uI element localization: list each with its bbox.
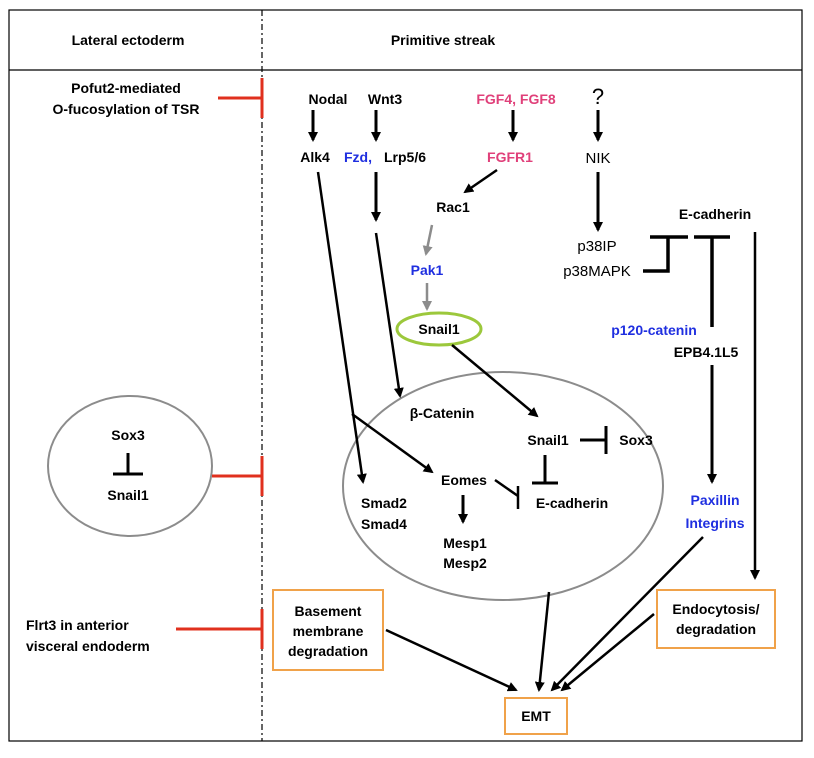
node-pak1: Pak1 — [411, 262, 444, 278]
node-bcatenin: β-Catenin — [410, 405, 475, 421]
node-p120-catenin: p120-catenin — [611, 322, 697, 338]
node-nik: NIK — [585, 150, 610, 167]
arrow-fgfr1-rac1 — [463, 168, 498, 194]
header-lateral-ectoderm: Lateral ectoderm — [72, 32, 185, 48]
node-paxillin: Paxillin — [690, 492, 739, 508]
node-smad2: Smad2 — [361, 495, 407, 511]
diagram-frame — [8, 9, 803, 742]
arrow-paxillin-emt — [550, 536, 704, 692]
eomes-inhibits-ecadherin — [494, 478, 520, 509]
arrow-ellipse-emt — [534, 591, 551, 692]
arrow-snail1-inner — [451, 344, 539, 418]
node-snail1-top: Snail1 — [418, 321, 459, 337]
left-snail1: Snail1 — [107, 487, 148, 503]
nucleus-ellipse — [342, 371, 664, 601]
node-p38ip: p38IP — [577, 238, 616, 255]
node-integrins: Integrins — [685, 515, 744, 531]
snail1-inhibits-sox3 — [580, 426, 608, 454]
node-snail1-inner: Snail1 — [527, 432, 568, 448]
emt-box — [504, 697, 568, 735]
flrt3-label-line1: Flrt3 in anterior — [26, 617, 129, 633]
emt-label: EMT — [521, 708, 551, 724]
basement-membrane-box — [272, 589, 384, 671]
node-mesp1: Mesp1 — [443, 535, 487, 551]
flrt3-inhibition — [176, 609, 264, 649]
arrow-rac1-pak1 — [422, 224, 434, 256]
ecadherin-p120-bar — [694, 235, 730, 327]
node-nodal: Nodal — [309, 91, 348, 107]
node-fzd: Fzd, — [344, 149, 372, 165]
node-epb41l5: EPB4.1L5 — [674, 344, 739, 360]
left-sox3: Sox3 — [111, 427, 145, 443]
node-smad4: Smad4 — [361, 516, 407, 532]
left-ellipse-inhibition — [212, 456, 264, 496]
bm-label-line2: membrane — [293, 623, 364, 639]
node-p38mapk: p38MAPK — [563, 263, 631, 280]
arrow-bcatenin-eomes — [351, 412, 434, 474]
pofut2-inhibition — [218, 78, 264, 118]
node-mesp2: Mesp2 — [443, 555, 487, 571]
snail1-inhibits-ecadherin — [532, 455, 558, 485]
endo-label-line1: Endocytosis/ — [672, 601, 759, 617]
bm-label-line1: Basement — [295, 603, 362, 619]
node-fgfr1: FGFR1 — [487, 149, 533, 165]
node-ecadherin-top: E-cadherin — [679, 206, 751, 222]
flrt3-label-line2: visceral endoderm — [26, 638, 150, 654]
node-rac1: Rac1 — [436, 199, 470, 215]
header-primitive-streak: Primitive streak — [391, 32, 495, 48]
bm-label-line3: degradation — [288, 643, 368, 659]
arrow-lrp-bcatenin — [374, 232, 404, 398]
snail1-green-ellipse — [395, 311, 483, 347]
node-alk4: Alk4 — [300, 149, 330, 165]
arrow-endocytosis-emt — [560, 613, 655, 692]
pofut2-label-line1: Pofut2-mediated — [71, 80, 181, 96]
arrow-bm-emt — [385, 628, 518, 692]
left-sox3-inhibits-snail1 — [113, 453, 143, 476]
node-wnt3: Wnt3 — [368, 91, 402, 107]
node-eomes: Eomes — [441, 472, 487, 488]
node-fgf4-fgf8: FGF4, FGF8 — [476, 91, 556, 107]
endocytosis-box — [656, 589, 776, 649]
endo-label-line2: degradation — [676, 621, 756, 637]
node-ecadherin-inner: E-cadherin — [536, 495, 608, 511]
node-sox3-inner: Sox3 — [619, 432, 653, 448]
p38mapk-inhibits-ecadherin — [643, 235, 688, 273]
sox3-snail1-ellipse — [47, 395, 213, 537]
node-lrp5-6: Lrp5/6 — [384, 149, 426, 165]
pofut2-label-line2: O-fucosylation of TSR — [53, 101, 200, 117]
arrow-alk4-smad — [316, 171, 367, 484]
node-question-mark: ? — [592, 84, 604, 109]
